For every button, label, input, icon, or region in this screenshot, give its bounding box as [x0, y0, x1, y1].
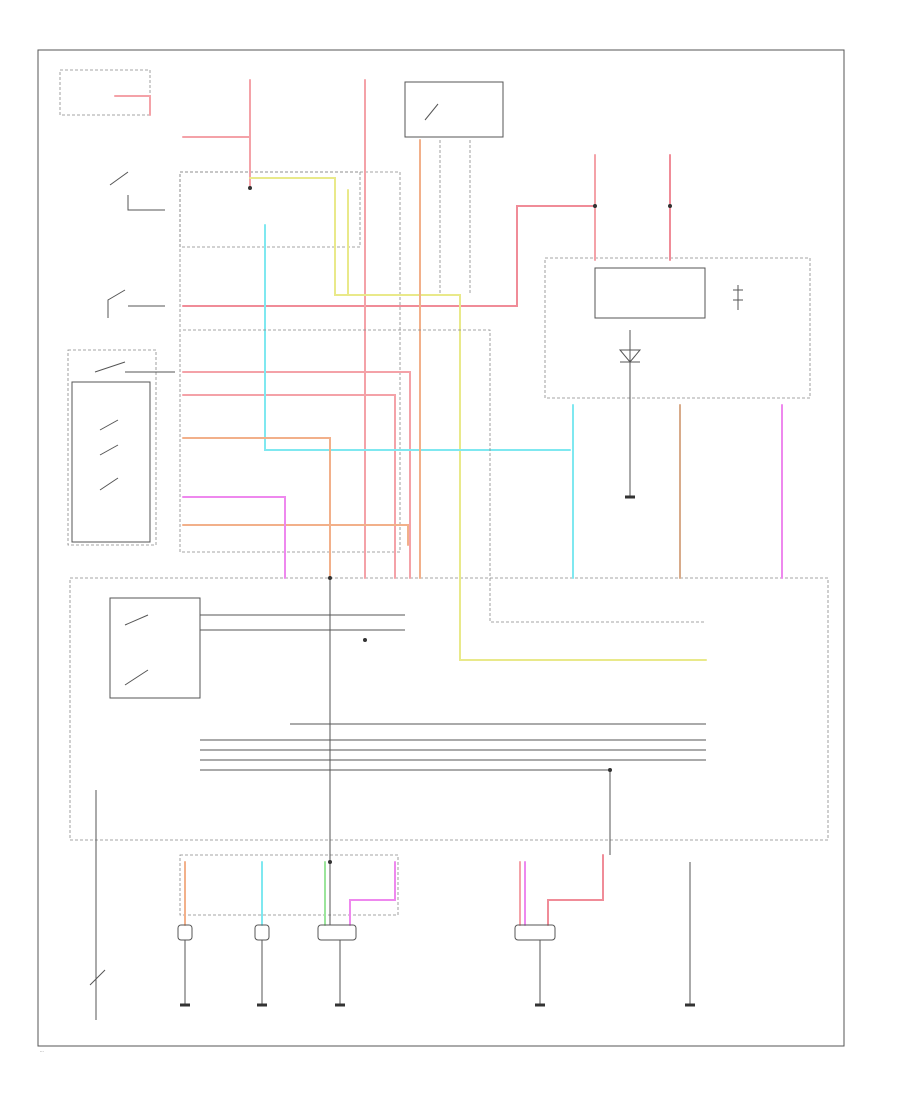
relay-top-center	[404, 81, 504, 138]
junction-dot-5	[608, 768, 612, 772]
relay-coil-right	[733, 285, 743, 310]
junction-dot-7	[668, 204, 672, 208]
switch-symbol-4	[99, 419, 119, 491]
switch-symbol-6	[124, 614, 149, 686]
wire-red-horizontal-2	[182, 371, 411, 579]
lamp-symbol-4	[514, 924, 556, 941]
switch-symbol-7	[89, 969, 106, 986]
junction-dot-2	[593, 204, 597, 208]
wire-cyan-main	[264, 224, 571, 451]
wire-black-bus-4	[200, 769, 611, 855]
main-connector-frame	[179, 171, 401, 553]
relay-box-upper	[179, 171, 361, 248]
wire-red-top-fuse	[114, 95, 151, 116]
junction-dot-6	[363, 638, 367, 642]
wire-magenta-left	[182, 496, 286, 579]
fuse-box-top-left	[59, 69, 151, 116]
switch-symbol-1	[109, 171, 165, 211]
lamp-symbol-3	[317, 924, 357, 941]
switch-symbol-2	[107, 289, 165, 318]
wire-magenta-lamp	[349, 861, 396, 926]
fuse-relay-right-inner	[594, 267, 706, 319]
power-distribution-box	[544, 257, 811, 399]
diagram-border	[37, 49, 845, 1047]
wire-red-top	[182, 136, 251, 171]
wire-red-horizontal-main	[182, 205, 596, 307]
wire-orange-lower	[182, 524, 409, 546]
junction-dot-4	[328, 860, 332, 864]
wire-orange-horizontal	[182, 437, 331, 579]
lamp-symbol-2	[254, 924, 270, 941]
switch-inside-module	[109, 597, 201, 699]
lamp-bus-box	[179, 854, 399, 916]
wire-yellow	[249, 177, 707, 661]
footer-code: ...	[40, 1048, 44, 1053]
control-module-box	[69, 577, 829, 841]
diode-symbol	[618, 349, 642, 363]
wire-red-lamp-right	[547, 854, 604, 926]
junction-dot-1	[248, 186, 252, 190]
wire-red-horizontal-3	[182, 394, 396, 579]
junction-dot-3	[328, 576, 332, 580]
lamp-symbol-1	[177, 924, 193, 941]
combination-switch-box	[71, 381, 151, 543]
switch-symbol-3	[94, 361, 175, 373]
switch-sub-box	[67, 349, 157, 546]
wire-grey-dotted	[183, 329, 706, 623]
switch-symbol-5	[424, 103, 439, 121]
